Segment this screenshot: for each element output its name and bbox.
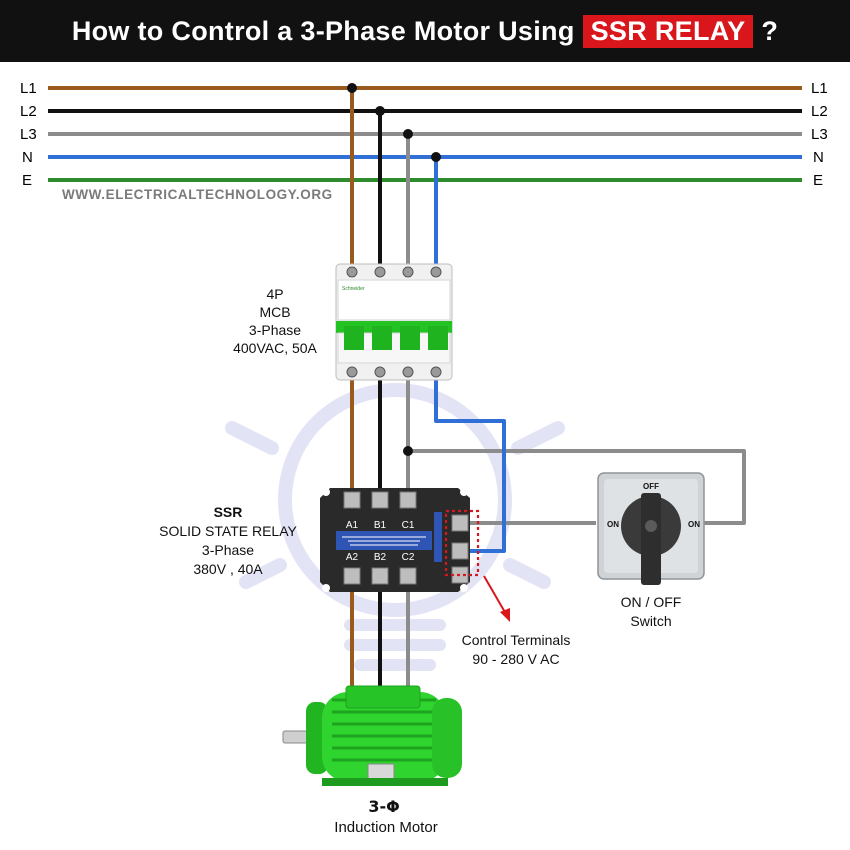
mcb-terminal-screw (430, 266, 442, 278)
title-highlight: SSR RELAY (582, 14, 754, 48)
ssr-relay: A1 B1 C1 A2 B2 C2 (320, 488, 480, 592)
ssr-label-c2: C2 (402, 552, 415, 563)
motor-terminal-box (345, 685, 421, 709)
mcb-brand-text: Schneider (342, 286, 365, 292)
switch-face-on-left: ON (607, 520, 619, 529)
motor-rear-cover (432, 698, 462, 778)
control-terminals-line1: Control Terminals (462, 632, 571, 648)
mcb-toggle (344, 326, 364, 350)
junction-dot-l3-switch (403, 446, 413, 456)
induction-motor (282, 685, 462, 786)
mcb-label-line1: 4P (266, 286, 283, 302)
control-terminals-line2: 90 - 280 V AC (472, 651, 559, 667)
mcb-breaker: Schneider (335, 263, 453, 381)
title-suffix: ? (761, 15, 779, 46)
bus-label-l3-left: L3 (20, 126, 37, 143)
junctions (347, 83, 441, 456)
ssr-terminal-c2 (399, 567, 417, 585)
ssr-terminal-a1 (343, 491, 361, 509)
bulb-background (225, 345, 565, 671)
on-off-switch: OFF ON ON (597, 472, 705, 585)
bus-label-l3-right: L3 (811, 126, 828, 143)
title-bar: How to Control a 3-Phase Motor Using SSR… (0, 0, 850, 62)
mcb-toggle (428, 326, 448, 350)
junction-dot-l2 (375, 106, 385, 116)
bus-label-n-right: N (813, 149, 824, 166)
motor-label-line2: Induction Motor (334, 819, 437, 836)
ssr-control-terminal-plus (451, 514, 469, 532)
switch-label-line1: ON / OFF (621, 594, 682, 610)
arrow-shaft (483, 575, 507, 615)
mcb-label-line2: MCB (259, 304, 290, 320)
bus-label-e-left: E (22, 172, 32, 189)
arrow-head (500, 608, 510, 622)
junction-dot-n (431, 152, 441, 162)
ssr-label-a1: A1 (346, 520, 359, 531)
mcb-toggle (400, 326, 420, 350)
ssr-terminal-b2 (371, 567, 389, 585)
mcb-top-face (337, 279, 451, 321)
mcb-label-line4: 400VAC, 50A (233, 340, 317, 356)
mcb-terminal-screw (374, 366, 386, 378)
ssr-mount-hole (460, 488, 468, 496)
ssr-mount-hole (322, 584, 330, 592)
switch-face-off: OFF (643, 482, 659, 491)
bus-bars: L1 L2 L3 N E L1 L2 L3 N E (20, 80, 828, 189)
ssr-mount-hole (322, 488, 330, 496)
wire-n-to-ssr (434, 374, 506, 553)
switch-label-line2: Switch (630, 613, 671, 629)
junction-dot-l3 (403, 129, 413, 139)
bus-label-l2-right: L2 (811, 103, 828, 120)
ssr-label-line2: SOLID STATE RELAY (159, 523, 297, 539)
ssr-control-strip (434, 512, 442, 562)
title-prefix: How to Control a 3-Phase Motor Using (71, 15, 575, 46)
mcb-terminal-screw (402, 366, 414, 378)
ssr-terminal-c1 (399, 491, 417, 509)
wires (350, 88, 746, 700)
ssr-label-b1: B1 (374, 520, 387, 531)
mcb-terminal-screw (374, 266, 386, 278)
mcb-terminal-screw (402, 266, 414, 278)
mcb-terminal-screw (346, 266, 358, 278)
motor-foot (322, 778, 448, 786)
ssr-label-line3: 3-Phase (202, 542, 254, 558)
bus-label-l1-right: L1 (811, 80, 828, 97)
watermark: WWW.ELECTRICALTECHNOLOGY.ORG (62, 187, 333, 202)
bus-label-l2-left: L2 (20, 103, 37, 120)
mcb-label-line3: 3-Phase (249, 322, 301, 338)
ssr-terminal-a2 (343, 567, 361, 585)
ssr-label-c1: C1 (402, 520, 415, 531)
mcb-toggle (372, 326, 392, 350)
switch-face-on-right: ON (688, 520, 700, 529)
ssr-terminal-b1 (371, 491, 389, 509)
ssr-label-line1: SSR (214, 504, 243, 520)
mcb-terminal-screw (346, 366, 358, 378)
ssr-mount-hole (460, 584, 468, 592)
ssr-label-b2: B2 (374, 552, 387, 563)
bus-label-l1-left: L1 (20, 80, 37, 97)
bus-label-n-left: N (22, 149, 33, 166)
mcb-terminal-screw (430, 366, 442, 378)
ssr-control-terminal-minus (451, 542, 469, 560)
wire-l3-to-switch (408, 449, 746, 525)
junction-dot-l1 (347, 83, 357, 93)
ssr-label-a2: A2 (346, 552, 359, 563)
control-terminal-arrow (483, 575, 510, 622)
motor-nameplate (367, 763, 395, 781)
bus-label-e-right: E (813, 172, 823, 189)
switch-knob-center (645, 520, 657, 532)
mcb-green-band (336, 321, 452, 333)
switch-handle (641, 493, 661, 585)
ssr-label-line4: 380V , 40A (193, 561, 263, 577)
motor-label-line1: 3-Φ (368, 797, 399, 816)
